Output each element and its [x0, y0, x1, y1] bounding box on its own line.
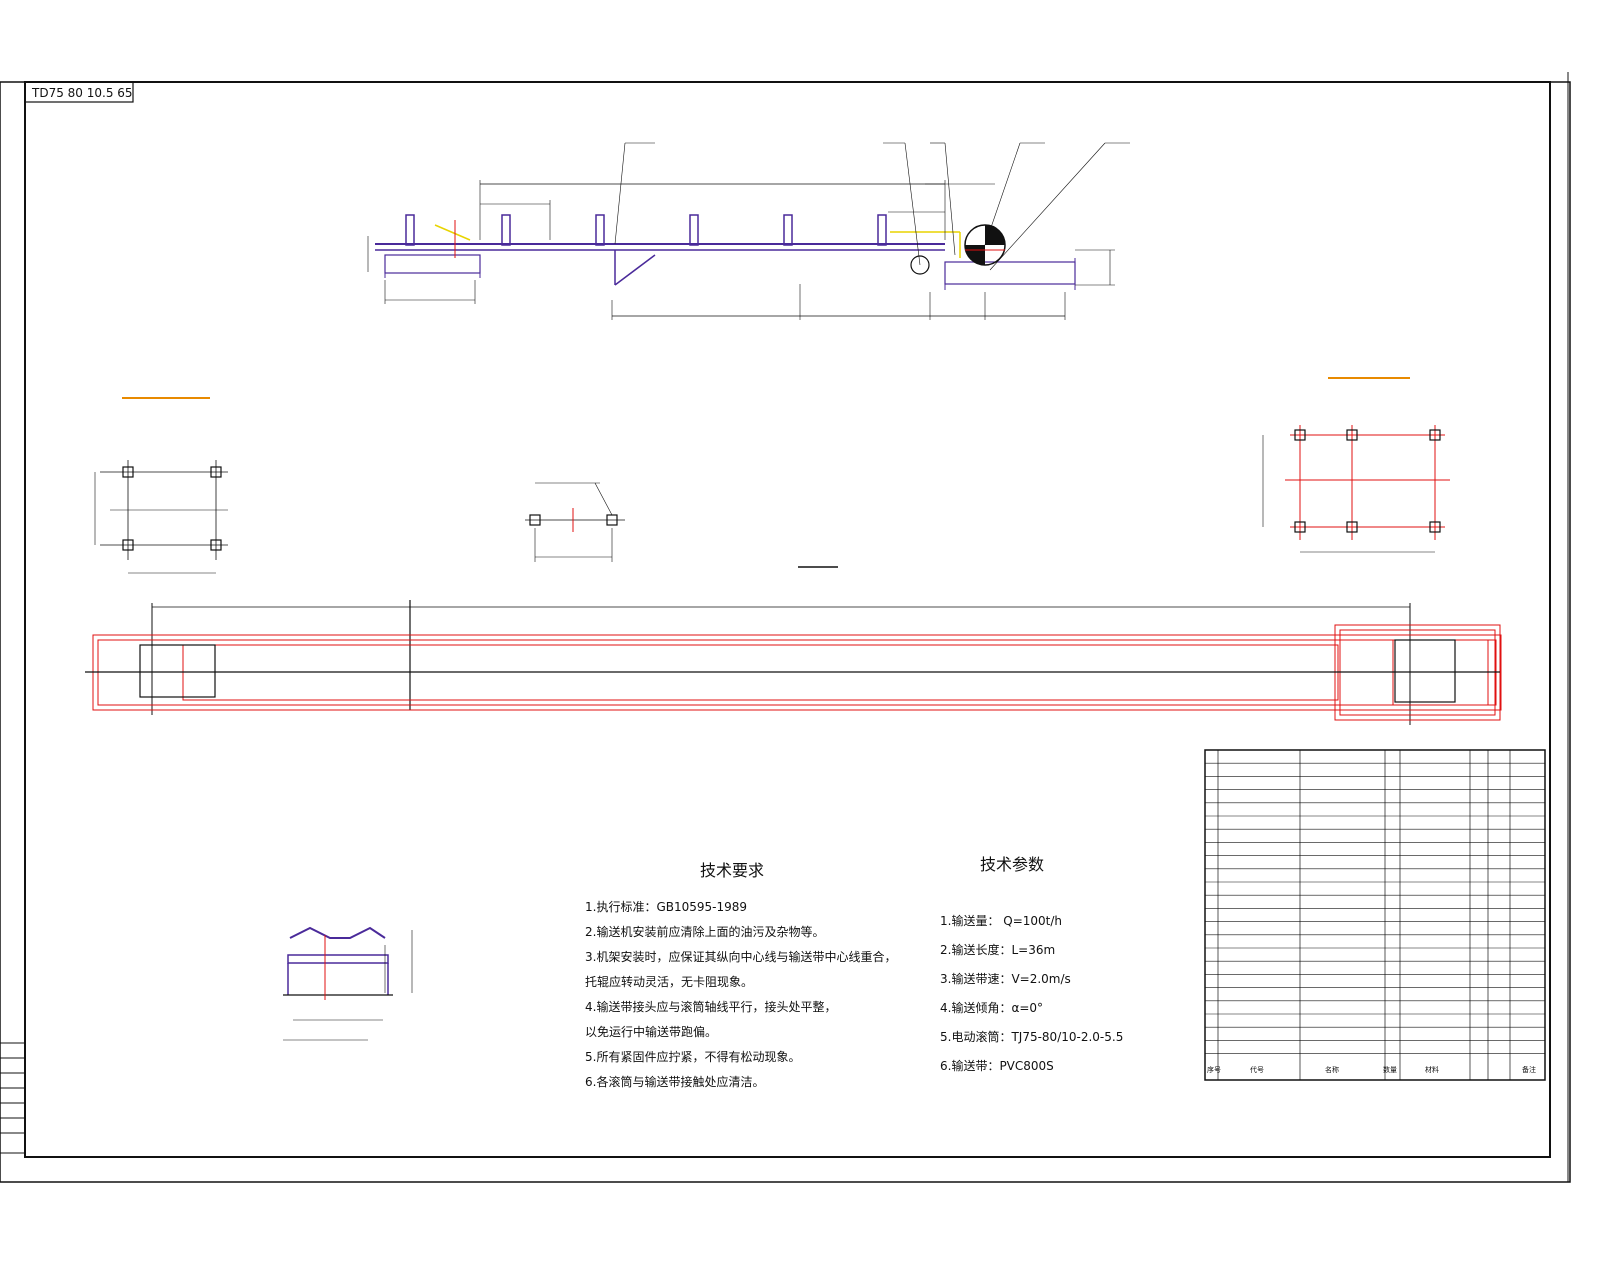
tech-req-item-3: 3.机架安装时，应保证其纵向中心线与输送带中心线重合，: [585, 949, 896, 964]
footer-col-name: 名称: [1325, 1065, 1339, 1074]
technical-requirements: 技术要求 1.执行标准：GB10595-1989 2.输送机安装前应清除上面的油…: [585, 861, 896, 1089]
footer-col-material: 材料: [1425, 1065, 1439, 1074]
tech-req-item-1: 1.执行标准：GB10595-1989: [585, 900, 747, 914]
idler-section: [283, 926, 413, 1041]
tail-foundation-plan: [94, 397, 228, 574]
carrying-idlers: [405, 214, 887, 246]
tech-param-item-3: 3.输送带速：V=2.0m/s: [940, 971, 1071, 986]
tech-req-title: 技术要求: [700, 861, 764, 880]
left-margin-block: [0, 1042, 26, 1154]
tech-param-item-4: 4.输送倾角：α=0°: [940, 1000, 1043, 1015]
footer-col-qty: 数量: [1383, 1065, 1397, 1074]
tech-param-item-1: 1.输送量： Q=100t/h: [940, 913, 1062, 928]
footer-col-code: 代号: [1250, 1065, 1264, 1074]
technical-parameters: 技术参数 1.输送量： Q=100t/h 2.输送长度：L=36m 3.输送带速…: [940, 855, 1123, 1073]
tech-req-item-7: 5.所有紧固件应拧紧，不得有松动现象。: [585, 1049, 800, 1064]
tech-param-item-5: 5.电动滚筒：TJ75-80/10-2.0-5.5: [940, 1029, 1123, 1044]
parts-table-footer: 序号 代号 名称 数量 材料 备注: [1207, 1065, 1536, 1074]
inner-border: [24, 81, 1551, 1158]
tech-req-item-4: 托辊应转动灵活，无卡阻现象。: [585, 974, 753, 989]
drawing-code: TD75 80 10.5 65: [31, 86, 133, 100]
head-foundation-plan: [1262, 377, 1450, 553]
parts-table: 序号 代号 名称 数量 材料 备注: [1204, 749, 1546, 1081]
tech-req-item-6: 以免运行中输送带跑偏。: [585, 1024, 717, 1039]
tech-param-item-6: 6.输送带：PVC800S: [940, 1058, 1054, 1073]
parts-table-grid: [1205, 750, 1545, 1080]
drawing-code-box: [24, 81, 134, 103]
footer-col-remark: 备注: [1522, 1065, 1536, 1074]
footer-col-index: 序号: [1207, 1065, 1221, 1074]
tech-req-item-2: 2.输送机安装前应清除上面的油污及杂物等。: [585, 924, 824, 939]
plan-view: [85, 566, 1502, 725]
tech-req-item-5: 4.输送带接头应与滚筒轴线平行，接头处平整，: [585, 999, 836, 1014]
side-elevation-view: [367, 142, 1130, 320]
tech-req-item-8: 6.各滚筒与输送带接触处应清洁。: [585, 1074, 764, 1089]
tech-param-item-2: 2.输送长度：L=36m: [940, 942, 1055, 957]
middle-leg-foundation-plan: [525, 482, 625, 562]
tech-param-title: 技术参数: [980, 855, 1044, 874]
